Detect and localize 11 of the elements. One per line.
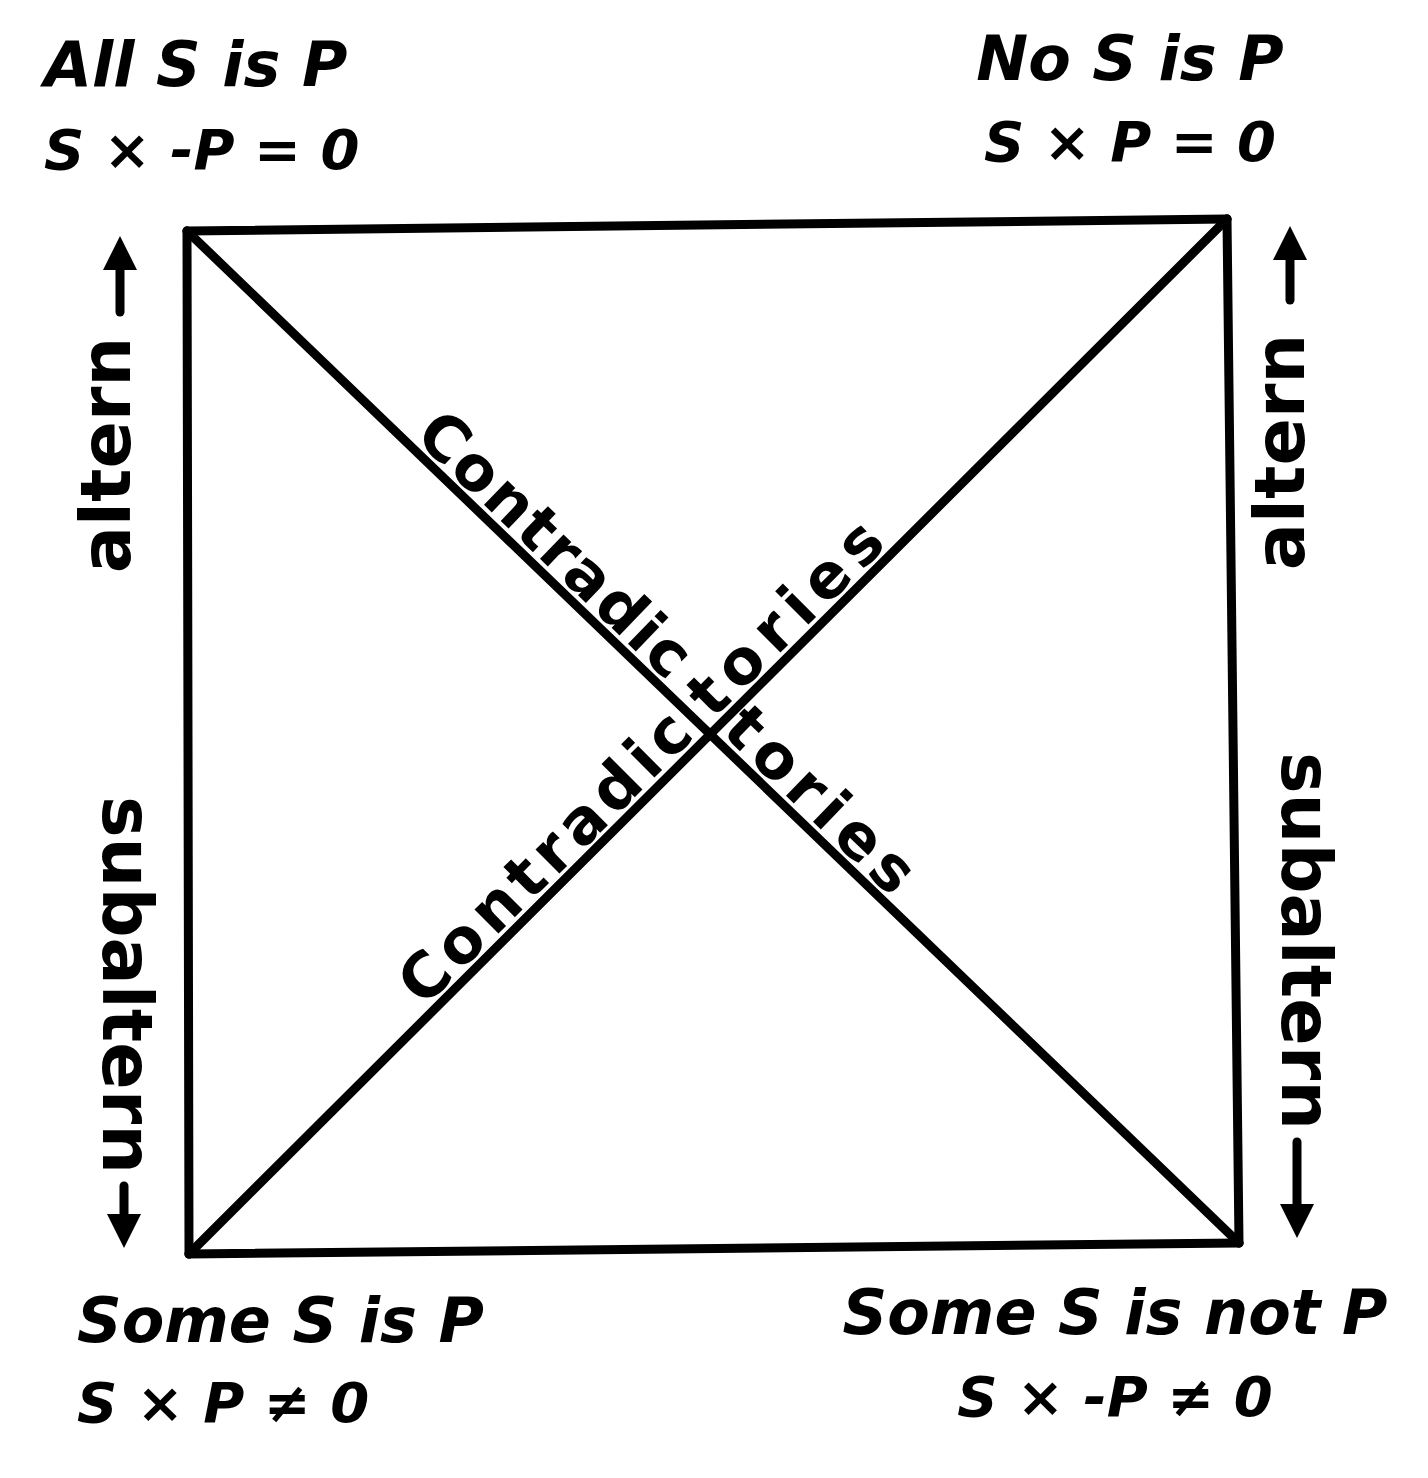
relation-label: altern (1244, 333, 1315, 571)
relation-label: subaltern (92, 795, 163, 1175)
formula-text: S × -P = 0 (44, 119, 360, 181)
proposition-text: No S is P (976, 25, 1284, 93)
relation-label: subaltern (1271, 751, 1342, 1131)
formula-text: S × P = 0 (983, 111, 1277, 173)
formula-text: S × P ≠ 0 (77, 1372, 370, 1434)
proposition-text: Some S is P (77, 1287, 484, 1355)
proposition-text: Some S is not P (842, 1279, 1388, 1347)
formula-text: S × -P ≠ 0 (957, 1366, 1273, 1428)
relation-label: altern (70, 336, 141, 574)
